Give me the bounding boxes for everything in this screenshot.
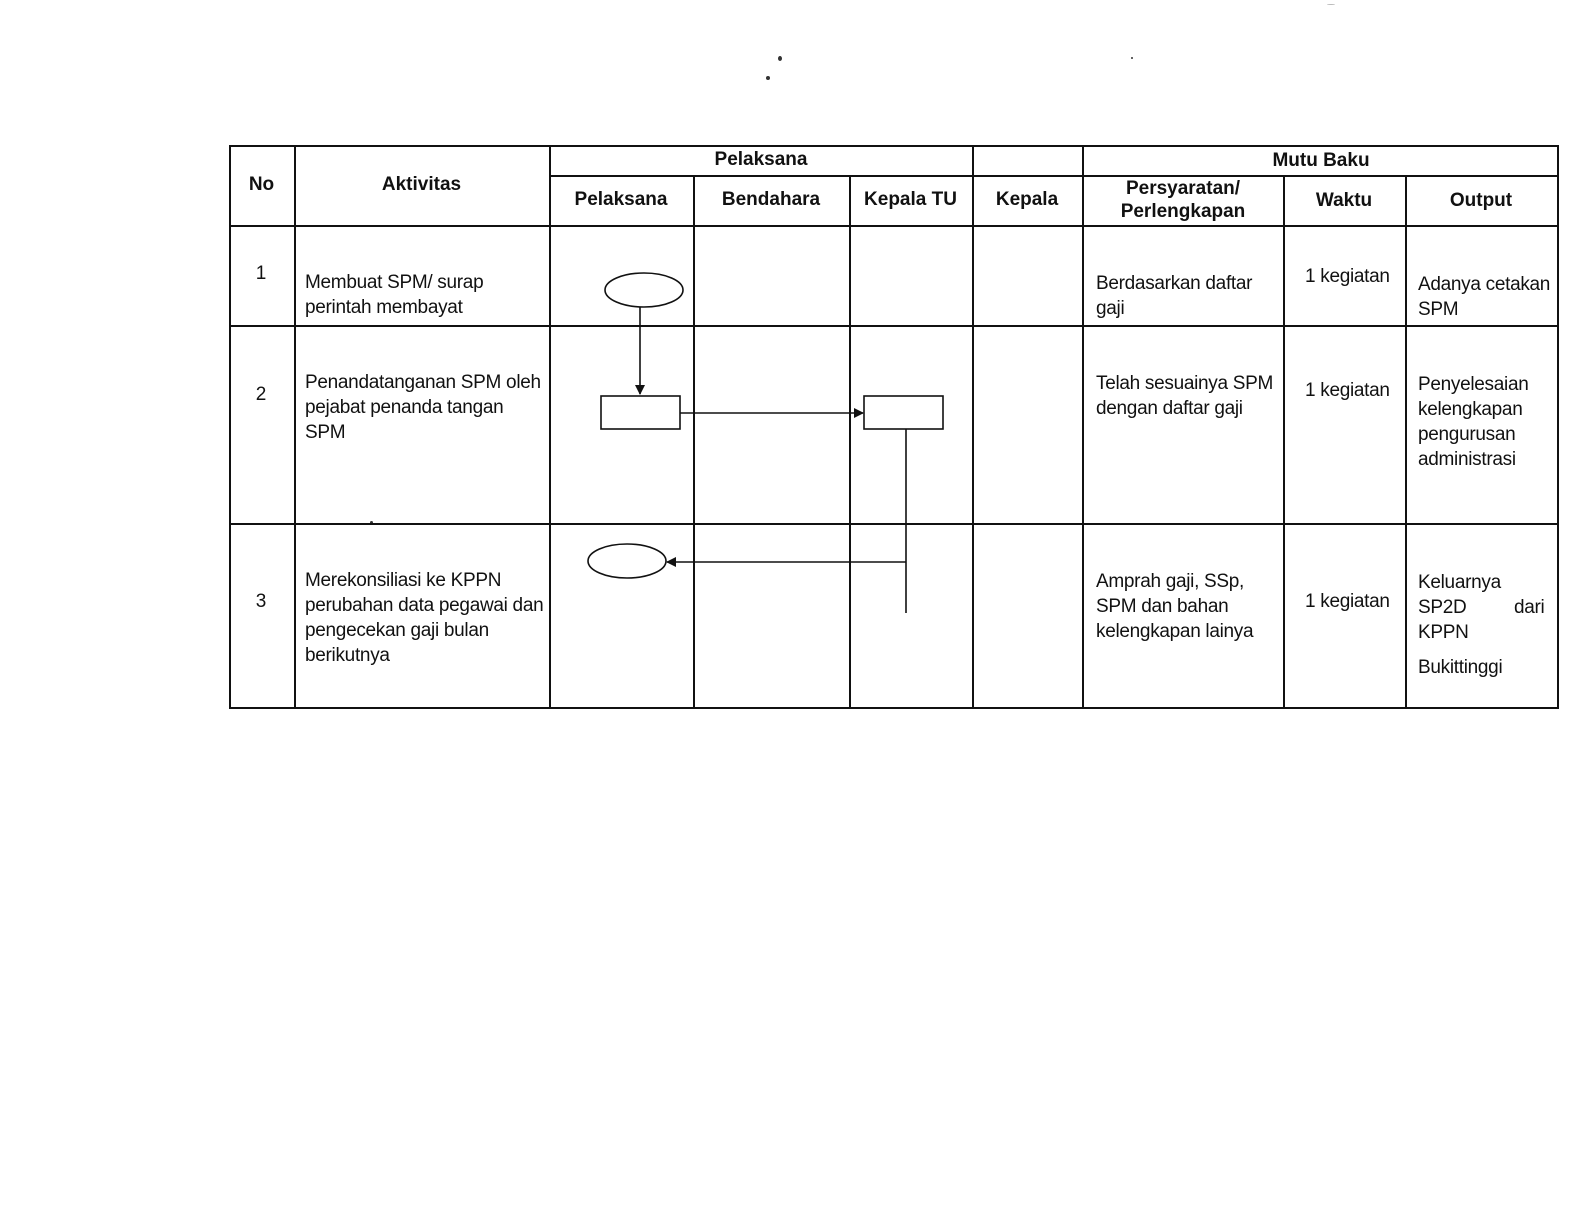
header-group-pelaksana: Pelaksana <box>714 149 808 170</box>
row-2-output-line2: kelengkapan <box>1418 399 1523 420</box>
row-1-output-line1: Adanya cetakan <box>1418 274 1551 295</box>
col-line-persyaratan <box>1283 175 1285 708</box>
row-3-output-line2b: dari <box>1514 597 1545 618</box>
row-3-aktivitas-line2: perubahan data pegawai dan <box>305 595 544 616</box>
row-2-no: 2 <box>255 384 267 405</box>
scan-speck <box>370 521 373 524</box>
header-col-bendahara: Bendahara <box>721 189 821 210</box>
header-col-output: Output <box>1449 190 1513 211</box>
header-col-waktu: Waktu <box>1315 190 1373 211</box>
scan-speck <box>1327 4 1335 5</box>
col-line-kepala <box>1082 145 1084 708</box>
header-subline-kepala <box>973 175 1083 177</box>
col-line-waktu <box>1405 175 1407 708</box>
row-2-output-line1: Penyelesaian <box>1418 374 1529 395</box>
col-line-bendahara <box>849 175 851 708</box>
row-3-output-line2a: SP2D <box>1418 597 1467 618</box>
scan-speck <box>1131 57 1133 59</box>
row-2-aktivitas-line1: Penandatanganan SPM oleh <box>305 372 541 393</box>
table-border-right <box>1557 145 1559 708</box>
row-1-persyaratan-line1: Berdasarkan daftar <box>1096 273 1253 294</box>
row-2-output-line3: pengurusan <box>1418 424 1516 445</box>
row-1-output-line2: SPM <box>1418 299 1459 320</box>
sop-flowchart-table: No Aktivitas Pelaksana Mutu Baku Pelaksa… <box>229 145 1559 709</box>
row-3-output-line4: Bukittinggi <box>1418 657 1503 678</box>
row-2-waktu: 1 kegiatan <box>1305 380 1390 401</box>
header-col-kepala: Kepala <box>995 189 1059 210</box>
row-1-persyaratan-line2: gaji <box>1096 298 1125 319</box>
row-3-aktivitas-line4: berikutnya <box>305 645 390 666</box>
header-subline-pelaksana <box>549 175 973 177</box>
flowchart-diagram <box>587 272 944 613</box>
header-aktivitas: Aktivitas <box>381 174 462 195</box>
row-2-output-line4: administrasi <box>1418 449 1516 470</box>
row-3-output-line1: Keluarnya <box>1418 572 1501 593</box>
row-3-persyaratan-line1: Amprah gaji, SSp, <box>1096 571 1245 592</box>
header-col-pelaksana: Pelaksana <box>574 189 668 210</box>
header-col-persyaratan-line2: Perlengkapan <box>1120 201 1246 222</box>
header-bottom-line <box>229 225 1559 227</box>
row-3-aktivitas-line1: Merekonsiliasi ke KPPN <box>305 570 502 591</box>
row-2-persyaratan-line1: Telah sesuainya SPM <box>1096 373 1274 394</box>
row-2-aktivitas-line2: pejabat penanda tangan <box>305 397 504 418</box>
col-line-no <box>294 145 296 708</box>
row-3-persyaratan-line3: kelengkapan lainya <box>1096 621 1254 642</box>
flow-terminator-start <box>604 272 684 308</box>
header-col-persyaratan-line1: Persyaratan/ <box>1125 178 1241 199</box>
row-1-no: 1 <box>255 263 267 284</box>
row-separator-1 <box>229 325 1559 327</box>
header-group-mutu-baku: Mutu Baku <box>1272 150 1370 171</box>
row-3-no: 3 <box>255 591 267 612</box>
scan-speck <box>766 76 770 80</box>
flow-process-pelaksana <box>600 395 681 430</box>
row-3-persyaratan-line2: SPM dan bahan <box>1096 596 1229 617</box>
col-line-pelaksana <box>693 175 695 708</box>
row-3-waktu: 1 kegiatan <box>1305 591 1390 612</box>
table-border-left <box>229 145 231 708</box>
row-3-output-line3: KPPN <box>1418 622 1469 643</box>
row-2-aktivitas-line3: SPM <box>305 422 346 443</box>
row-1-aktivitas-line1: Membuat SPM/ surap <box>305 272 484 293</box>
header-col-kepala-tu: Kepala TU <box>864 189 957 210</box>
flow-terminator-end <box>587 543 667 579</box>
row-1-waktu: 1 kegiatan <box>1305 266 1390 287</box>
row-1-aktivitas-line2: perintah membayat <box>305 297 463 318</box>
header-no: No <box>248 174 275 195</box>
table-border-top <box>229 145 1559 147</box>
row-separator-2 <box>229 523 1559 525</box>
header-subline-mutu-baku <box>1083 175 1559 177</box>
col-line-aktivitas <box>549 145 551 708</box>
row-3-aktivitas-line3: pengecekan gaji bulan <box>305 620 489 641</box>
col-line-kepala-tu <box>972 145 974 708</box>
scan-speck <box>778 56 782 61</box>
flow-process-kepala-tu <box>863 395 944 430</box>
table-border-bottom <box>229 707 1559 709</box>
row-2-persyaratan-line2: dengan daftar gaji <box>1096 398 1243 419</box>
